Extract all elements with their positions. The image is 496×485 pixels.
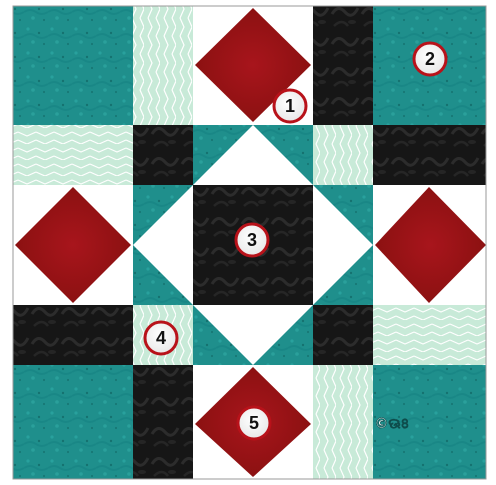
label-badge-2-text: 2	[425, 49, 435, 69]
mint-strip-right-lower	[373, 305, 486, 365]
mint-strip-bottom-right	[313, 365, 373, 479]
black-strip-right-upper	[373, 125, 486, 185]
mint-strip-left-upper	[13, 125, 133, 185]
mint-strip-top-left	[133, 6, 193, 125]
label-badge-2: 2	[414, 43, 446, 75]
teal-corner-block-top-left	[13, 6, 133, 125]
black-square-upper-left	[133, 125, 193, 185]
label-badge-4-text: 4	[156, 328, 166, 348]
label-badge-1: 1	[274, 90, 306, 122]
mint-square-upper-right	[313, 125, 373, 185]
black-strip-bottom-left	[133, 365, 193, 479]
black-strip-left-lower	[13, 305, 133, 365]
label-badge-5-text: 5	[249, 413, 259, 433]
watermark-signature: ©ଊ৪	[374, 416, 409, 432]
label-badge-3-text: 3	[247, 230, 257, 250]
label-badge-3: 3	[236, 224, 268, 256]
label-badge-4: 4	[145, 322, 177, 354]
label-badge-1-text: 1	[285, 96, 295, 116]
teal-corner-block-bottom-left	[13, 365, 133, 479]
label-badge-5: 5	[238, 407, 270, 439]
black-strip-top-right	[313, 6, 373, 125]
black-square-lower-right	[313, 305, 373, 365]
